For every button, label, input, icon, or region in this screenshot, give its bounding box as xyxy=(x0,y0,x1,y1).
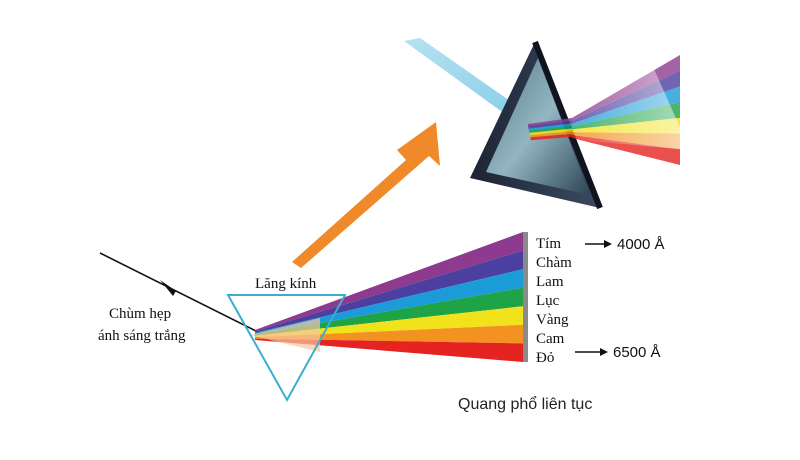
spectrum-band-7 xyxy=(255,338,523,362)
orange-arrow-shape xyxy=(292,122,440,268)
3d-inner-band-6 xyxy=(530,131,572,138)
spectrum-label-7: Đỏ xyxy=(536,350,554,366)
wavelength-red-arrow xyxy=(575,348,608,356)
incident-ray-arrowhead xyxy=(160,280,176,296)
3d-inner-band-1 xyxy=(528,118,572,127)
prism-label: Lăng kính xyxy=(255,276,317,292)
spectrum-band-2 xyxy=(255,250,523,333)
spectrum-label-3: Lam xyxy=(536,274,564,290)
3d-fan-glow xyxy=(570,60,690,150)
3d-fan-band-7 xyxy=(572,135,680,165)
spectrum-label-5: Vàng xyxy=(536,312,569,328)
incident-ray xyxy=(99,252,271,339)
incident-beam-label-line1: Chùm hẹp xyxy=(109,306,171,322)
orange-arrow xyxy=(292,122,440,268)
3d-inner-band-3 xyxy=(528,123,572,132)
wavelength-violet-label: 4000 Å xyxy=(617,236,665,253)
incident-beam-label-line2: ánh sáng trắng xyxy=(98,328,186,344)
spectrum-band-1 xyxy=(255,232,523,332)
3d-prism-illustration xyxy=(404,38,690,210)
spectrum-caption: Quang phổ liên tục xyxy=(458,395,592,413)
spectrum-band-5 xyxy=(255,306,523,338)
3d-inner-band-4 xyxy=(529,125,572,134)
3d-inner-band-7 xyxy=(530,133,572,141)
flat-prism xyxy=(226,294,347,403)
spectrum-label-2: Chàm xyxy=(536,255,572,271)
3d-inner-rainbow xyxy=(528,118,572,141)
spectrum-label-6: Cam xyxy=(536,331,565,347)
3d-inner-band-2 xyxy=(528,120,572,130)
wavelength-red-label: 6500 Å xyxy=(613,344,661,361)
screen-bar xyxy=(523,232,528,362)
3d-inner-band-5 xyxy=(529,128,572,136)
spectrum-label-4: Lục xyxy=(536,293,560,309)
spectrum-fan xyxy=(255,232,523,362)
prism-internal-light xyxy=(250,318,320,352)
spectrum-band-4 xyxy=(255,287,523,336)
spectrum-band-3 xyxy=(255,269,523,335)
spectrum-band-6 xyxy=(255,324,523,344)
wavelength-violet-arrow xyxy=(585,240,612,248)
spectrum-label-1: Tím xyxy=(536,236,561,252)
